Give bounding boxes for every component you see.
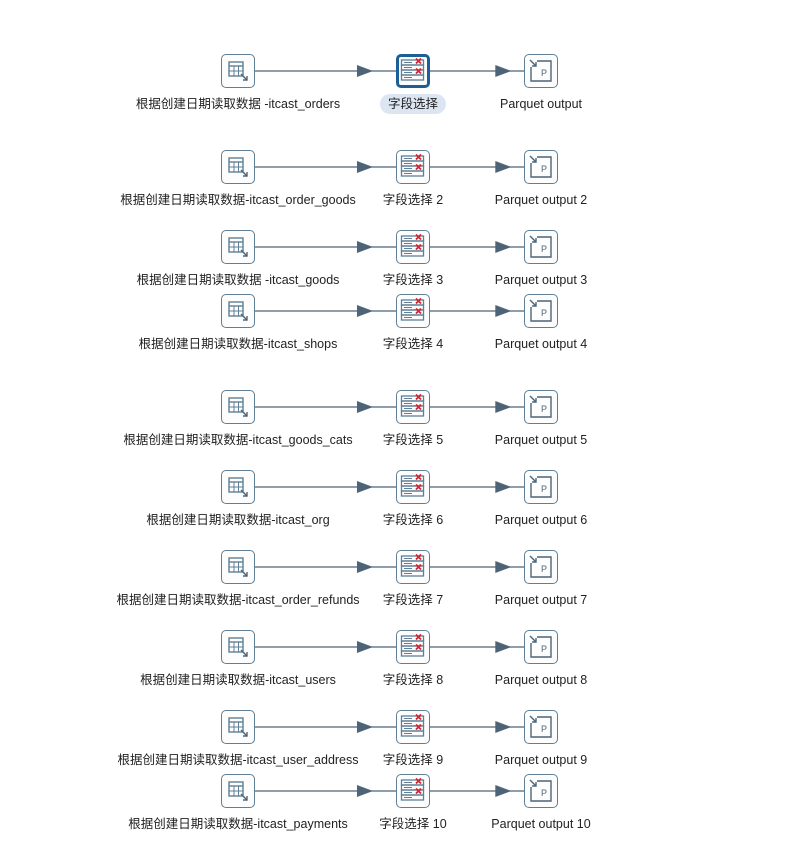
table-input-step-10[interactable] bbox=[221, 774, 255, 808]
parquet-output-step-6[interactable]: P bbox=[524, 470, 558, 504]
select-values-step-9[interactable] bbox=[396, 710, 430, 744]
output-step-label-2: Parquet output 2 bbox=[494, 193, 588, 207]
hop-arrow-10-1[interactable] bbox=[255, 785, 396, 797]
parquet-output-step-5[interactable]: P bbox=[524, 390, 558, 424]
input-step-label-4: 根据创建日期读取数据-itcast_shops bbox=[138, 337, 338, 351]
svg-text:P: P bbox=[541, 484, 547, 494]
parquet-output-step-8[interactable]: P bbox=[524, 630, 558, 664]
select-step-label-5: 字段选择 5 bbox=[382, 433, 444, 447]
hop-arrow-5-2[interactable] bbox=[430, 401, 524, 413]
hop-arrow-3-1[interactable] bbox=[255, 241, 396, 253]
svg-text:P: P bbox=[541, 164, 547, 174]
output-step-label-6: Parquet output 6 bbox=[494, 513, 588, 527]
select-values-step-10[interactable] bbox=[396, 774, 430, 808]
select-step-label-10: 字段选择 10 bbox=[379, 817, 447, 831]
hop-arrow-8-1[interactable] bbox=[255, 641, 396, 653]
select-step-label-1: 字段选择 bbox=[379, 94, 447, 114]
output-step-label-4: Parquet output 4 bbox=[494, 337, 588, 351]
hop-arrow-4-2[interactable] bbox=[430, 305, 524, 317]
output-step-label-7: Parquet output 7 bbox=[494, 593, 588, 607]
svg-text:P: P bbox=[541, 244, 547, 254]
parquet-output-step-9[interactable]: P bbox=[524, 710, 558, 744]
select-values-step-7[interactable] bbox=[396, 550, 430, 584]
select-values-step-4[interactable] bbox=[396, 294, 430, 328]
hop-arrow-8-2[interactable] bbox=[430, 641, 524, 653]
output-step-label-5: Parquet output 5 bbox=[494, 433, 588, 447]
select-values-step-5[interactable] bbox=[396, 390, 430, 424]
svg-text:P: P bbox=[541, 308, 547, 318]
input-step-label-6: 根据创建日期读取数据-itcast_org bbox=[146, 513, 330, 527]
svg-text:P: P bbox=[541, 404, 547, 414]
hop-arrow-2-2[interactable] bbox=[430, 161, 524, 173]
output-step-label-10: Parquet output 10 bbox=[491, 817, 591, 831]
select-step-label-8: 字段选择 8 bbox=[382, 673, 444, 687]
hop-arrow-6-2[interactable] bbox=[430, 481, 524, 493]
input-step-label-2: 根据创建日期读取数据-itcast_order_goods bbox=[120, 193, 356, 207]
input-step-label-5: 根据创建日期读取数据-itcast_goods_cats bbox=[123, 433, 353, 447]
select-values-step-3[interactable] bbox=[396, 230, 430, 264]
table-input-step-8[interactable] bbox=[221, 630, 255, 664]
select-step-label-6: 字段选择 6 bbox=[382, 513, 444, 527]
select-values-step-1[interactable] bbox=[396, 54, 430, 88]
hop-arrow-6-1[interactable] bbox=[255, 481, 396, 493]
select-step-label-9: 字段选择 9 bbox=[382, 753, 444, 767]
output-step-label-1: Parquet output bbox=[499, 97, 583, 111]
svg-text:P: P bbox=[541, 644, 547, 654]
parquet-output-step-2[interactable]: P bbox=[524, 150, 558, 184]
hop-arrow-9-2[interactable] bbox=[430, 721, 524, 733]
hop-arrow-7-1[interactable] bbox=[255, 561, 396, 573]
table-input-step-5[interactable] bbox=[221, 390, 255, 424]
hop-arrow-3-2[interactable] bbox=[430, 241, 524, 253]
output-step-label-9: Parquet output 9 bbox=[494, 753, 588, 767]
hop-arrow-4-1[interactable] bbox=[255, 305, 396, 317]
table-input-step-2[interactable] bbox=[221, 150, 255, 184]
table-input-step-4[interactable] bbox=[221, 294, 255, 328]
table-input-step-9[interactable] bbox=[221, 710, 255, 744]
input-step-label-3: 根据创建日期读取数据 -itcast_goods bbox=[136, 273, 340, 287]
select-values-step-6[interactable] bbox=[396, 470, 430, 504]
hop-arrow-1-2[interactable] bbox=[430, 65, 524, 77]
parquet-output-step-4[interactable]: P bbox=[524, 294, 558, 328]
table-input-step-1[interactable] bbox=[221, 54, 255, 88]
select-step-label-7: 字段选择 7 bbox=[382, 593, 444, 607]
hop-arrow-5-1[interactable] bbox=[255, 401, 396, 413]
select-step-label-4: 字段选择 4 bbox=[382, 337, 444, 351]
input-step-label-7: 根据创建日期读取数据-itcast_order_refunds bbox=[116, 593, 360, 607]
input-step-label-1: 根据创建日期读取数据 -itcast_orders bbox=[135, 97, 341, 111]
input-step-label-10: 根据创建日期读取数据-itcast_payments bbox=[128, 817, 348, 831]
select-values-step-8[interactable] bbox=[396, 630, 430, 664]
input-step-label-8: 根据创建日期读取数据-itcast_users bbox=[140, 673, 336, 687]
output-step-label-8: Parquet output 8 bbox=[494, 673, 588, 687]
hop-arrow-7-2[interactable] bbox=[430, 561, 524, 573]
svg-text:P: P bbox=[541, 564, 547, 574]
parquet-output-step-1[interactable]: P bbox=[524, 54, 558, 88]
select-step-label-2: 字段选择 2 bbox=[382, 193, 444, 207]
svg-text:P: P bbox=[541, 788, 547, 798]
table-input-step-7[interactable] bbox=[221, 550, 255, 584]
select-step-label-3: 字段选择 3 bbox=[382, 273, 444, 287]
table-input-step-3[interactable] bbox=[221, 230, 255, 264]
svg-text:P: P bbox=[541, 724, 547, 734]
table-input-step-6[interactable] bbox=[221, 470, 255, 504]
hop-arrow-1-1[interactable] bbox=[255, 65, 396, 77]
parquet-output-step-7[interactable]: P bbox=[524, 550, 558, 584]
hop-arrow-10-2[interactable] bbox=[430, 785, 524, 797]
output-step-label-3: Parquet output 3 bbox=[494, 273, 588, 287]
select-values-step-2[interactable] bbox=[396, 150, 430, 184]
hop-arrow-2-1[interactable] bbox=[255, 161, 396, 173]
input-step-label-9: 根据创建日期读取数据-itcast_user_address bbox=[117, 753, 359, 767]
svg-text:P: P bbox=[541, 68, 547, 78]
parquet-output-step-3[interactable]: P bbox=[524, 230, 558, 264]
hop-arrow-9-1[interactable] bbox=[255, 721, 396, 733]
parquet-output-step-10[interactable]: P bbox=[524, 774, 558, 808]
